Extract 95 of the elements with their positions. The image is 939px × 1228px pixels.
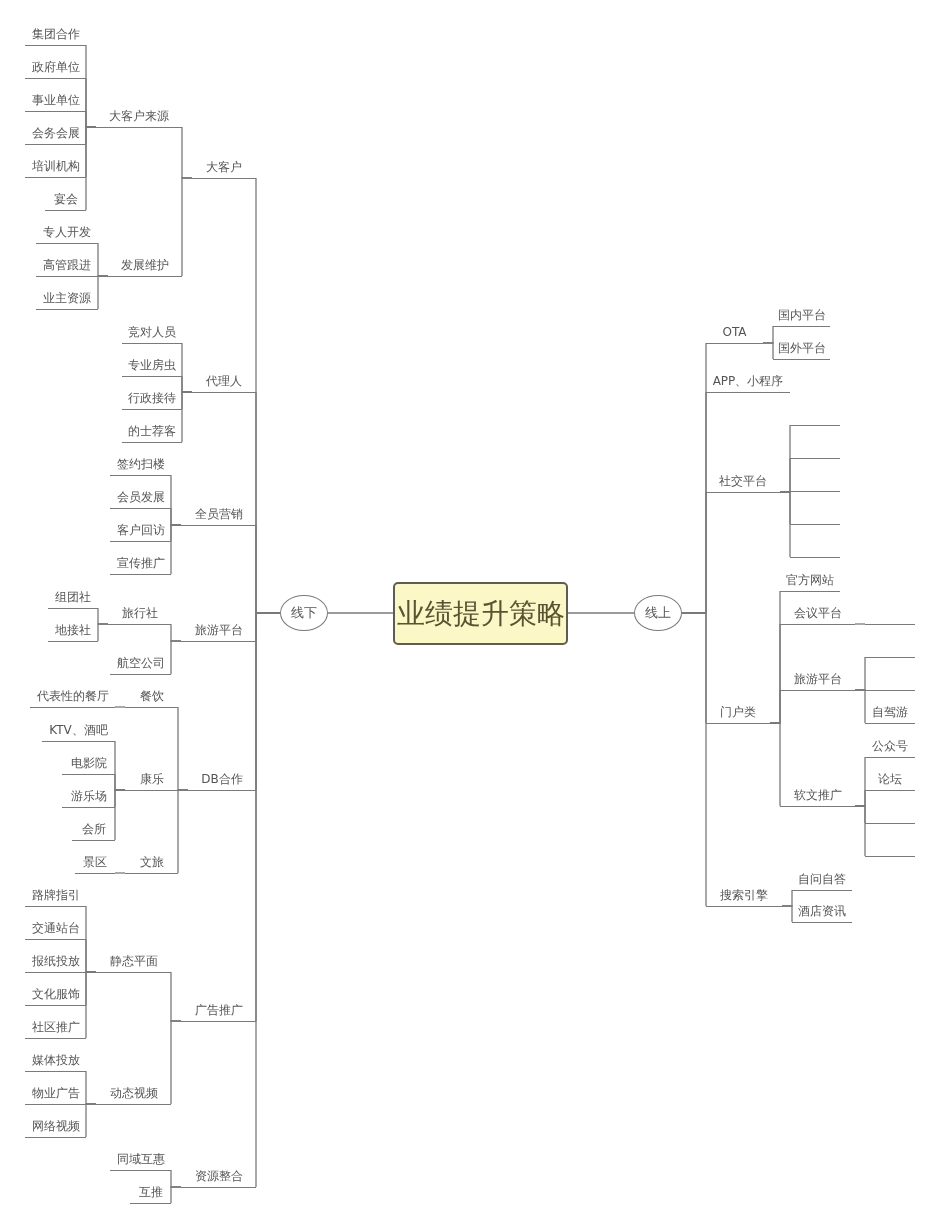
connector-line: [170, 640, 182, 675]
topic-label: 客户回访: [110, 521, 171, 542]
connector-line: [97, 623, 109, 642]
topic-label: 资源整合: [181, 1167, 256, 1188]
topic-label: APP、小程序: [706, 372, 790, 393]
topic-label: 社区推广: [25, 1018, 86, 1039]
topic-label: 动态视频: [96, 1084, 171, 1105]
topic-label: 宴会: [45, 190, 86, 211]
connector-line: [327, 612, 394, 614]
topic-label: 静态平面: [96, 952, 171, 973]
topic-label: 专人开发: [36, 223, 98, 244]
topic-label: 文化服饰: [25, 985, 86, 1006]
topic-label: 物业广告: [25, 1084, 86, 1105]
topic-label: 国内平台: [773, 306, 830, 327]
topic-label: 宣传推广: [110, 554, 171, 575]
topic-label: 交通站台: [25, 919, 86, 940]
topic-label: 的士荐客: [122, 422, 182, 443]
topic-label: 集团合作: [25, 25, 86, 46]
topic-label: 论坛: [865, 770, 915, 791]
connector-line: [177, 789, 189, 874]
topic-label: 软文推广: [780, 786, 855, 807]
topic-label: 全员营销: [181, 505, 256, 526]
topic-label: 文旅: [125, 853, 178, 874]
topic-label: 社交平台: [706, 472, 780, 493]
topic-label: 代表性的餐厅: [30, 687, 115, 708]
topic-label: 业主资源: [36, 289, 98, 310]
topic-label: 广告推广: [181, 1001, 256, 1022]
topic-label: 搜索引擎: [706, 886, 782, 907]
connector-line: [85, 971, 97, 1039]
topic-label: 互推: [130, 1183, 171, 1204]
connector-line: [114, 789, 126, 841]
connector-line: [170, 1020, 182, 1105]
topic-label: 路牌指引: [25, 886, 86, 907]
topic-label: 旅行社: [108, 604, 171, 625]
connector-line: [854, 623, 866, 625]
connector-line: [181, 177, 193, 277]
topic-label: 同域互惠: [110, 1150, 171, 1171]
topic-label: 官方网站: [780, 571, 840, 592]
topic-label: 政府单位: [25, 58, 86, 79]
topic-label: 发展维护: [108, 256, 182, 277]
topic-label: 航空公司: [110, 654, 171, 675]
topic-label: 地接社: [48, 621, 98, 642]
topic-label: 培训机构: [25, 157, 86, 178]
connector-line: [85, 1103, 97, 1138]
connector-line: [854, 689, 866, 724]
connector-line: [97, 275, 109, 310]
connector-line: [85, 126, 97, 211]
topic-label: 会务会展: [25, 124, 86, 145]
topic-label: 事业单位: [25, 91, 86, 112]
topic-label: OTA: [706, 323, 763, 344]
topic-label: 组团社: [48, 588, 98, 609]
connector-line: [779, 491, 791, 558]
topic-label: 电影院: [62, 754, 115, 775]
connector-line: [762, 342, 774, 360]
topic-label: 自驾游: [865, 703, 915, 724]
topic-label: KTV、酒吧: [42, 721, 115, 742]
connector-line: [170, 1186, 182, 1204]
topic-label: 公众号: [865, 737, 915, 758]
topic-label: 自问自答: [792, 870, 852, 891]
connector-line: [170, 524, 182, 575]
topic-label: 会所: [72, 820, 115, 841]
topic-label: 代理人: [192, 372, 256, 393]
topic-label: 旅游平台: [181, 621, 256, 642]
topic-label: 餐饮: [125, 687, 178, 708]
topic-label: 报纸投放: [25, 952, 86, 973]
topic-label: 酒店资讯: [792, 902, 852, 923]
topic-label: 高管跟进: [36, 256, 98, 277]
topic-label: 游乐场: [62, 787, 115, 808]
connector-line: [114, 872, 126, 874]
topic-label: 景区: [75, 853, 115, 874]
branch-oval: 线上: [634, 595, 682, 631]
topic-label: DB合作: [188, 770, 256, 791]
topic-label: 国外平台: [773, 339, 830, 360]
connector-line: [114, 706, 126, 708]
topic-label: 网络视频: [25, 1117, 86, 1138]
topic-label: 会议平台: [780, 604, 855, 625]
connector-line: [681, 612, 707, 907]
central-topic-box: 业绩提升策略: [393, 582, 568, 645]
topic-label: 旅游平台: [780, 670, 855, 691]
topic-label: 媒体投放: [25, 1051, 86, 1072]
topic-label: 签约扫楼: [110, 455, 171, 476]
connector-line: [567, 612, 635, 614]
topic-label: 竞对人员: [122, 323, 182, 344]
topic-label: 大客户: [192, 158, 256, 179]
branch-oval: 线下: [280, 595, 328, 631]
topic-label: 大客户来源: [96, 107, 182, 128]
topic-label: 门户类: [706, 703, 770, 724]
connector-line: [781, 905, 793, 923]
topic-label: 会员发展: [110, 488, 171, 509]
topic-label: 康乐: [125, 770, 178, 791]
connector-line: [854, 805, 866, 857]
connector-line: [181, 391, 193, 443]
connector-line: [769, 722, 781, 807]
topic-label: 专业房虫: [122, 356, 182, 377]
topic-label: 行政接待: [122, 389, 182, 410]
